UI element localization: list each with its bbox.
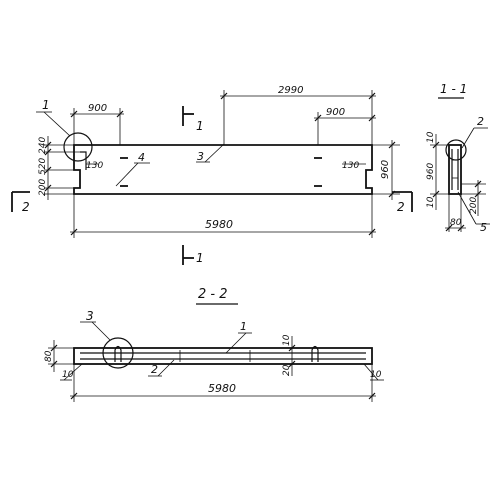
tick <box>314 114 322 122</box>
plan-outline <box>73 347 373 365</box>
leader-line <box>225 332 247 354</box>
tick <box>388 190 396 198</box>
callout-label: 2 <box>151 363 158 376</box>
tick <box>288 360 296 368</box>
dim-label: 10 <box>426 131 436 143</box>
section-title: 2 - 2 <box>198 287 228 302</box>
leader-line <box>363 363 379 381</box>
leader-line <box>115 162 139 187</box>
tick <box>432 141 440 149</box>
detail-circle-2 <box>445 139 467 161</box>
leader-line <box>157 359 175 377</box>
callout-label: 3 <box>86 309 94 323</box>
leader-line <box>204 143 225 163</box>
leader-line <box>91 321 111 341</box>
dim-label: 960 <box>426 163 436 180</box>
tick <box>457 224 465 232</box>
dim-label: 10 <box>426 196 436 208</box>
section-mark-label: 1 <box>196 119 204 133</box>
tick <box>44 141 52 149</box>
callout-label: 4 <box>138 151 145 164</box>
section-2-2: 2 - 2 3 1 2 80 10 <box>44 287 384 402</box>
dim-label: 130 <box>342 161 359 171</box>
dim-label: 2990 <box>278 85 303 96</box>
tick <box>70 228 78 236</box>
leader-line <box>43 111 71 137</box>
tick <box>368 114 376 122</box>
dim-label: 200 <box>38 179 48 196</box>
dim-label: 240 <box>38 137 48 154</box>
tick <box>44 166 52 174</box>
section-mark-label: 1 <box>196 251 204 265</box>
lifting-loop <box>114 345 122 362</box>
lifting-loop <box>311 345 319 362</box>
section-mark-label: 2 <box>397 200 405 214</box>
tick <box>70 110 78 118</box>
callout-label: 2 <box>477 115 484 128</box>
tick <box>474 190 482 198</box>
tick <box>50 360 58 368</box>
tick <box>50 344 58 352</box>
dim-label: 10 <box>282 334 292 346</box>
dim-label: 520 <box>38 158 48 175</box>
tick <box>445 224 453 232</box>
detail-circle-1 <box>63 132 93 162</box>
section-mark-label: 2 <box>22 200 30 214</box>
tick <box>368 92 376 100</box>
tick <box>44 148 52 156</box>
dim-label: 10 <box>370 370 382 380</box>
dim-label: 200 <box>469 197 479 214</box>
dim-label: 960 <box>380 160 391 179</box>
tick <box>220 92 228 100</box>
dim-label: 20 <box>282 364 292 376</box>
dim-label: 900 <box>88 103 107 114</box>
dim-label: 5980 <box>205 218 233 231</box>
callout-label: 5 <box>480 221 487 234</box>
callout-label: 1 <box>240 320 247 333</box>
dim-label: 80 <box>450 218 462 228</box>
tick <box>368 392 376 400</box>
section-1-1: 1 - 1 2 5 10 960 10 200 <box>426 82 490 234</box>
section-outline <box>448 144 462 195</box>
tick <box>70 392 78 400</box>
elevation-view: 1 3 4 900 2990 900 1 <box>11 85 413 265</box>
section-title: 1 - 1 <box>440 82 467 96</box>
tick <box>44 184 52 192</box>
dim-label: 5980 <box>208 382 236 395</box>
dim-label: 130 <box>86 161 103 171</box>
callout-label: 1 <box>42 98 50 112</box>
tick <box>388 141 396 149</box>
callout-label: 3 <box>197 150 204 163</box>
beam-outline <box>73 144 373 195</box>
leader-line <box>63 363 83 381</box>
dim-label: 10 <box>62 370 74 380</box>
tick <box>116 110 124 118</box>
leader-line <box>461 127 475 149</box>
detail-circle-3 <box>102 337 134 369</box>
tick <box>288 344 296 352</box>
tick <box>432 190 440 198</box>
dim-label: 80 <box>44 350 54 362</box>
tick <box>474 180 482 188</box>
tick <box>368 228 376 236</box>
dim-label: 900 <box>326 107 345 118</box>
